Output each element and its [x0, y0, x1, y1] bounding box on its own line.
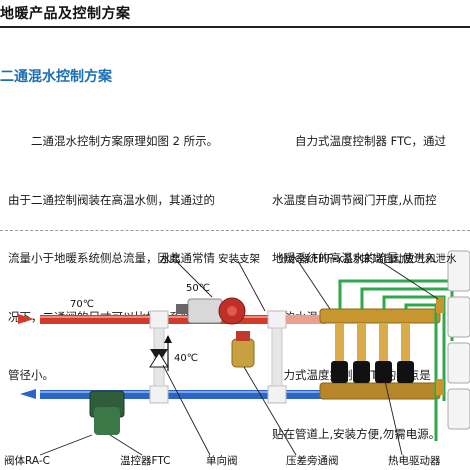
pump-motor-hub [227, 306, 237, 316]
bypass-flow-arrowhead [164, 335, 172, 343]
bypass-valve-label: 压差旁通阀 [286, 455, 339, 467]
thermal-actuators [331, 361, 414, 383]
right-paragraph-line: 地暖系统的高温水的流量,使进入 [272, 251, 437, 265]
leader-line [109, 434, 143, 456]
left-paragraph-line: 管径小。 [8, 368, 54, 382]
thermal-actuator [353, 361, 370, 383]
pump-label: 水泵 [160, 253, 181, 265]
auto-vent-valve [436, 297, 444, 313]
thermal-actuator-label: 热电驱动器 [388, 455, 441, 467]
valve-body-label: 阀体RA-C [4, 455, 50, 467]
hot-supply-pipe-highlight [40, 316, 325, 318]
thermal-actuator [375, 361, 392, 383]
bypass-valve-body [231, 338, 255, 368]
leader-line [39, 434, 93, 456]
right-paragraph-line: 自力式温度控制器 FTC，通过 [272, 134, 446, 148]
left-paragraph-line: 流量小于地暖系统侧总流量，因此通常情 [8, 251, 215, 265]
leader-line [297, 260, 331, 310]
leader-line [162, 364, 211, 456]
floor-loop [338, 279, 460, 309]
cold-return-pipe [40, 390, 335, 399]
leader-line [243, 366, 297, 456]
manifold-return-bar [319, 382, 441, 400]
piping-diagram-svg [18, 250, 470, 456]
cold-return-pipe-highlight [40, 391, 335, 393]
temp-sensor [176, 304, 188, 314]
leader-line [379, 260, 439, 300]
auto-vent-valve [436, 379, 444, 395]
manifold-outlet [379, 323, 388, 383]
return-outlet-arrow [20, 389, 36, 399]
bypass-pipe-right [271, 327, 283, 387]
room-thermostat [447, 342, 470, 384]
pipe-fitting [149, 310, 169, 329]
section-title: 二通混水控制方案 [0, 69, 112, 85]
thermal-actuator [331, 361, 348, 383]
room-thermostat [447, 388, 470, 430]
pipe-fitting [267, 385, 287, 404]
mixed-pipe [286, 315, 326, 324]
hot-supply-pipe [40, 315, 325, 324]
header-title: 地暖产品及控制方案 [0, 6, 131, 22]
floor-loop [404, 303, 438, 441]
header-rule [0, 26, 470, 28]
pipe-fitting [149, 385, 169, 404]
check-valve-label: 单向阀 [206, 455, 238, 467]
bypass-temp-label: 40℃ [174, 353, 198, 364]
left-paragraph-line: 由于二通控制阀装在高温水侧，其通过的 [8, 192, 215, 207]
manifold-outlets [335, 323, 410, 383]
piping-diagram: 水泵 安装支架 分水器 FHF-x系列 末端自动放气和泄水 70℃ 50℃ 40… [0, 230, 470, 470]
leader-lines [39, 260, 439, 456]
room-thermostat [447, 250, 470, 292]
leader-line [384, 380, 403, 456]
leader-line [237, 260, 266, 312]
bypass-valve-cap [236, 331, 250, 341]
manifold-label: 分水器 FHF-x系列 [278, 253, 364, 265]
right-paragraph-line: 水温度自动调节阀门开度,从而控 [272, 192, 437, 207]
ftc-controller-head [94, 407, 120, 435]
pipe-fitting [267, 310, 287, 329]
manifold-outlet [401, 323, 410, 383]
manifold-outlet [335, 323, 344, 383]
auto-vent-label: 末端自动放气和泄水 [362, 253, 457, 265]
pump-body [187, 298, 223, 324]
temp-controller-label: 温控器FTC [120, 455, 171, 467]
mid-temp-label: 50℃ [186, 283, 210, 294]
thermal-actuator [397, 361, 414, 383]
floor-loop [382, 295, 446, 401]
room-thermostat [447, 296, 470, 338]
leader-line [175, 260, 213, 298]
check-valve-symbol-lower [149, 352, 169, 368]
supply-inlet-arrow [18, 314, 34, 324]
supply-temp-label: 70℃ [70, 299, 94, 310]
manifold-outlet [357, 323, 366, 383]
mount-bracket-label: 安装支架 [218, 253, 260, 265]
manifold-supply-bar [319, 308, 441, 324]
left-paragraph-line: 二通混水控制方案原理如图 2 所示。 [8, 134, 219, 148]
